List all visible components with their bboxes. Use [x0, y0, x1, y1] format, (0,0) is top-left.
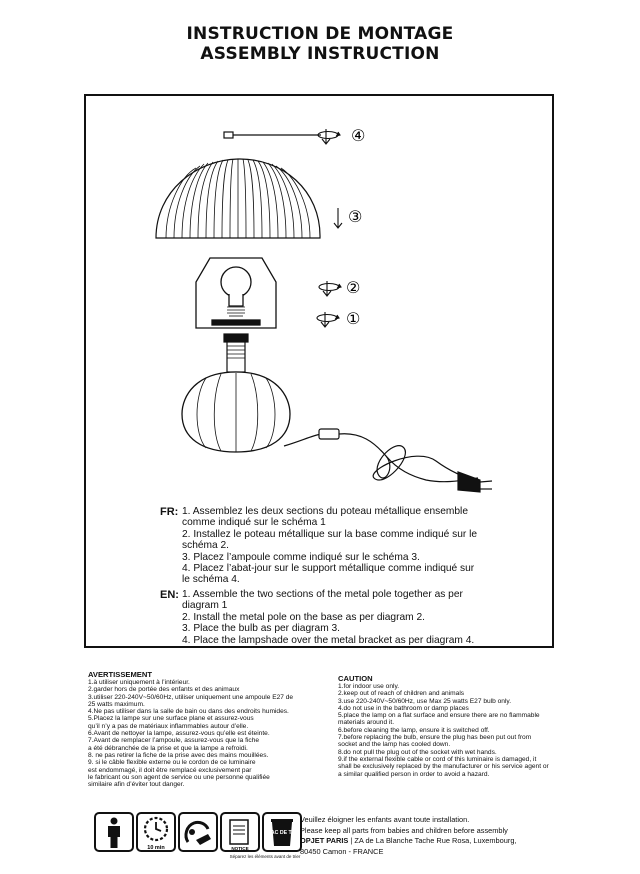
person-icon: [94, 812, 134, 852]
assembly-frame: ④ ③ ② ① FR: 1. Assemblez les deux sectio…: [84, 94, 554, 648]
power-plug: [457, 471, 481, 493]
warning-en-line: 2.keep out of reach of children and anim…: [338, 690, 465, 698]
recycling-bin-icon: BAC DE TRI: [262, 812, 302, 852]
fr-instructions: 1. Assemblez les deux sections du poteau…: [182, 506, 477, 586]
warning-en-line: socket and the lamp has cooled down.: [338, 741, 451, 749]
step-1-number: ①: [346, 309, 360, 328]
en-line: 2. Install the metal pole on the base as…: [182, 611, 425, 623]
warning-fr-line: 6.Avant de nettoyer la lampe, assurez-vo…: [88, 730, 270, 738]
fr-label: FR:: [160, 506, 179, 518]
warning-en-line: 5.place the lamp on a flat surface and e…: [338, 712, 540, 720]
warning-en-line: 9.if the external flexible cable or cord…: [338, 755, 537, 763]
fr-line: schéma 2.: [182, 540, 229, 552]
lampshade-part: [155, 158, 321, 239]
fr-line: 1. Assemblez les deux sections du poteau…: [182, 506, 468, 517]
warning-en-line: 4.do not use in the bathroom or damp pla…: [338, 704, 469, 712]
warning-fr-block: AVERTISSEMENT 1.à utiliser uniquement à …: [88, 670, 293, 788]
warning-fr-line: qu’il n’y a pas de matériaux inflammable…: [88, 722, 249, 730]
warning-en-line: materials around it.: [338, 719, 395, 727]
step-4-number: ④: [351, 126, 365, 145]
footer-city-line: 80450 Camon - FRANCE: [300, 847, 384, 857]
en-line: 1. Assemble the two sections of the meta…: [182, 589, 463, 600]
warning-en-line: 8.do not pull the plug out of the socket…: [338, 748, 497, 756]
warning-fr-line: 7.Avant de remplacer l’ampoule, assurez-…: [88, 737, 260, 745]
step-3-number: ③: [348, 207, 362, 226]
address-text: | ZA de La Blanche Tache Rue Rosa, Luxem…: [348, 836, 517, 846]
notice-label: NOTICE: [231, 846, 248, 851]
warning-en-line: shall be exclusively replaced by the man…: [338, 763, 549, 771]
time-label: 10 min: [147, 845, 165, 851]
clock-time-icon: 10 min: [136, 812, 176, 852]
finial-part: [223, 131, 321, 139]
bulb-bracket-part: [195, 257, 277, 329]
page-title-en: ASSEMBLY INSTRUCTION: [200, 44, 440, 64]
warning-fr-line: 2.garder hors de portée des enfants et d…: [88, 686, 240, 694]
fr-line: 4. Placez l’abat-jour sur le support mét…: [182, 563, 475, 575]
en-label: EN:: [160, 589, 179, 601]
warning-en-title: CAUTION: [338, 674, 373, 683]
cord-switch: [318, 428, 340, 440]
warning-en-line: 6.before cleaning the lamp, ensure it is…: [338, 726, 490, 734]
en-instructions: 1. Assemble the two sections of the meta…: [182, 589, 474, 646]
sort-caption: Séparez les éléments avant de trier: [229, 854, 301, 859]
notice-booklet-icon: NOTICE: [220, 812, 260, 852]
tools-icon: [178, 812, 218, 852]
fr-line: le schéma 4.: [182, 574, 240, 586]
page-title-fr: INSTRUCTION DE MONTAGE: [186, 24, 454, 44]
warning-en-line: 3.use 220-240V~50/60Hz, use Max 25 watts…: [338, 697, 512, 705]
lamp-assembly-illustration: ④ ③ ② ①: [155, 126, 493, 493]
brand-name: OPJET PARIS: [300, 836, 349, 846]
warning-fr-line: 4.Ne pas utiliser dans la salle de bain …: [88, 708, 289, 716]
warning-fr-line: est endommagé, il doit être remplacé exc…: [88, 766, 252, 774]
footer-line-en: Please keep all parts from babies and ch…: [300, 825, 508, 835]
footer-line-fr: Veuillez éloigner les enfants avant tout…: [300, 815, 470, 824]
warning-en-line: a similar qualified person in order to a…: [338, 770, 490, 778]
lamp-base-part: [181, 371, 291, 453]
en-line: 3. Place the bulb as per diagram 3.: [182, 623, 341, 635]
warning-fr-line: 25 watts maximum.: [88, 700, 145, 708]
warning-fr-line: 3.utiliser 220-240V~50/60Hz, utiliser un…: [88, 693, 294, 701]
fr-line: comme indiqué sur le schéma 1: [182, 517, 326, 529]
en-line: diagram 1: [182, 600, 228, 612]
fr-line: 2. Installez le poteau métallique sur la…: [182, 528, 478, 540]
metal-pole-part: [223, 333, 249, 373]
warning-en-line: 1.for indoor use only.: [338, 683, 400, 690]
step-2-number: ②: [346, 278, 360, 297]
rotation-arrows: [316, 129, 343, 328]
power-cable: [283, 428, 493, 493]
warning-fr-line: a été débranchée de la prise et que la l…: [88, 744, 248, 752]
footer-address-line: OPJET PARIS | ZA de La Blanche Tache Rue…: [300, 836, 517, 847]
en-line: 4. Place the lampshade over the metal br…: [182, 634, 475, 646]
warning-fr-line: 8. ne pas retirer la fiche de la prise a…: [88, 751, 269, 759]
fr-line: 3. Placez l’ampoule comme indiqué sur le…: [182, 551, 420, 563]
warning-fr-line: 1.à utiliser uniquement à l’intérieur.: [88, 679, 190, 686]
warning-fr-title: AVERTISSEMENT: [88, 670, 152, 679]
warning-fr-line: 9. si le câble flexible externe ou le co…: [88, 759, 256, 767]
warning-fr-line: 5.Placez la lampe sur une surface plane …: [88, 715, 254, 723]
warning-en-block: CAUTION 1.for indoor use only. 2.keep ou…: [338, 674, 549, 778]
footer-info: Veuillez éloigner les enfants avant tout…: [300, 815, 517, 858]
warning-en-line: 7.before replacing the bulb, ensure the …: [338, 734, 532, 742]
warning-fr-line: le fabricant ou son agent de service ou …: [88, 773, 270, 781]
warning-fr-line: similaire afin d’éviter tout danger.: [88, 781, 185, 789]
recycle-text: BAC DE TRI: [267, 830, 297, 836]
